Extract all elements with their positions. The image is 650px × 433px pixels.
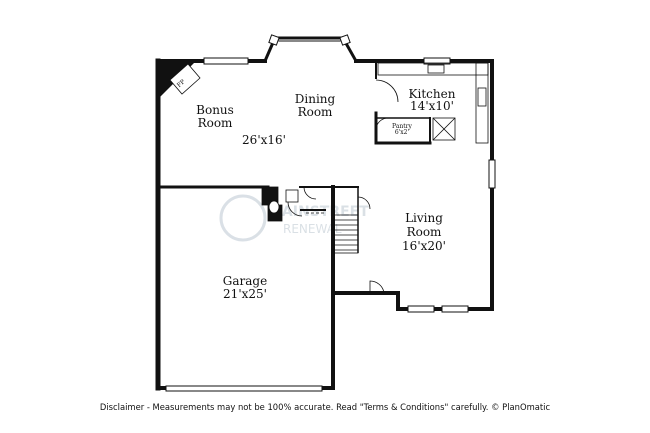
- kitchen-door-icon: [375, 79, 399, 103]
- powder-room: [261, 186, 371, 222]
- sink-vanity-icon: [285, 189, 299, 203]
- kitchen-counter-right: [475, 62, 489, 144]
- bay-window-wall: [263, 36, 359, 64]
- living-room-label-2: Room: [407, 225, 442, 239]
- watermark-line1: MAINSTREET: [268, 204, 369, 220]
- entry-door-icon: [369, 280, 385, 294]
- disclaimer-text: Disclaimer - Measurements may not be 100…: [99, 402, 551, 412]
- dining-room-label-1: Dining: [295, 92, 336, 106]
- fridge-icon: [432, 117, 456, 141]
- window-living-bottom-2: [441, 305, 469, 313]
- living-room-dimensions: 16'x20': [402, 239, 446, 253]
- room-labels: Bonus Room Dining Room 26'x16' Kitchen 1…: [196, 87, 456, 301]
- pantry-dimensions: 6'x2': [395, 129, 410, 136]
- watermark: MAINSTREET RENEWAL: [219, 194, 369, 242]
- powder-door-icon: [287, 201, 303, 217]
- bay-corner-right: [339, 34, 351, 46]
- bay-corners: [268, 34, 351, 46]
- entry-door: [369, 280, 385, 294]
- kitchen-dimensions: 14'x10': [410, 99, 454, 113]
- window-living-right: [488, 159, 496, 189]
- windows: [165, 57, 496, 392]
- garage-door: [165, 385, 323, 392]
- stairs: [332, 186, 359, 254]
- closet-door-icon: [357, 196, 371, 210]
- fridge-x-line-2: [432, 117, 456, 141]
- pantry-door-icon: [375, 117, 389, 131]
- window-living-bottom-1: [407, 305, 435, 313]
- toilet-icon: [268, 200, 280, 214]
- dining-room-label-2: Room: [298, 105, 333, 119]
- bay-corner-left: [268, 34, 280, 46]
- sink-icon: [427, 64, 445, 74]
- garage-dimensions: 21'x25': [223, 287, 267, 301]
- hall-door-icon: [303, 186, 317, 200]
- fireplace-label: FP: [176, 78, 187, 89]
- bonus-room-label-2: Room: [198, 116, 233, 130]
- bonus-room-label-1: Bonus: [196, 103, 234, 117]
- fireplace: FP: [156, 59, 201, 101]
- fireplace-hearth-icon: [169, 63, 201, 95]
- window-bonus-top: [203, 57, 249, 65]
- pantry-label: Pantry: [392, 123, 412, 130]
- kitchen-label: Kitchen: [409, 87, 456, 101]
- kitchen-fixtures: [375, 62, 489, 144]
- watermark-logo-icon: [219, 194, 267, 242]
- watermark-line2: RENEWAL: [283, 222, 342, 236]
- window-kitchen-top: [423, 57, 451, 65]
- bonus-dining-dimensions: 26'x16': [242, 133, 286, 147]
- living-room-label-1: Living: [405, 211, 443, 225]
- stove-icon: [477, 87, 487, 107]
- garage-label: Garage: [223, 274, 267, 288]
